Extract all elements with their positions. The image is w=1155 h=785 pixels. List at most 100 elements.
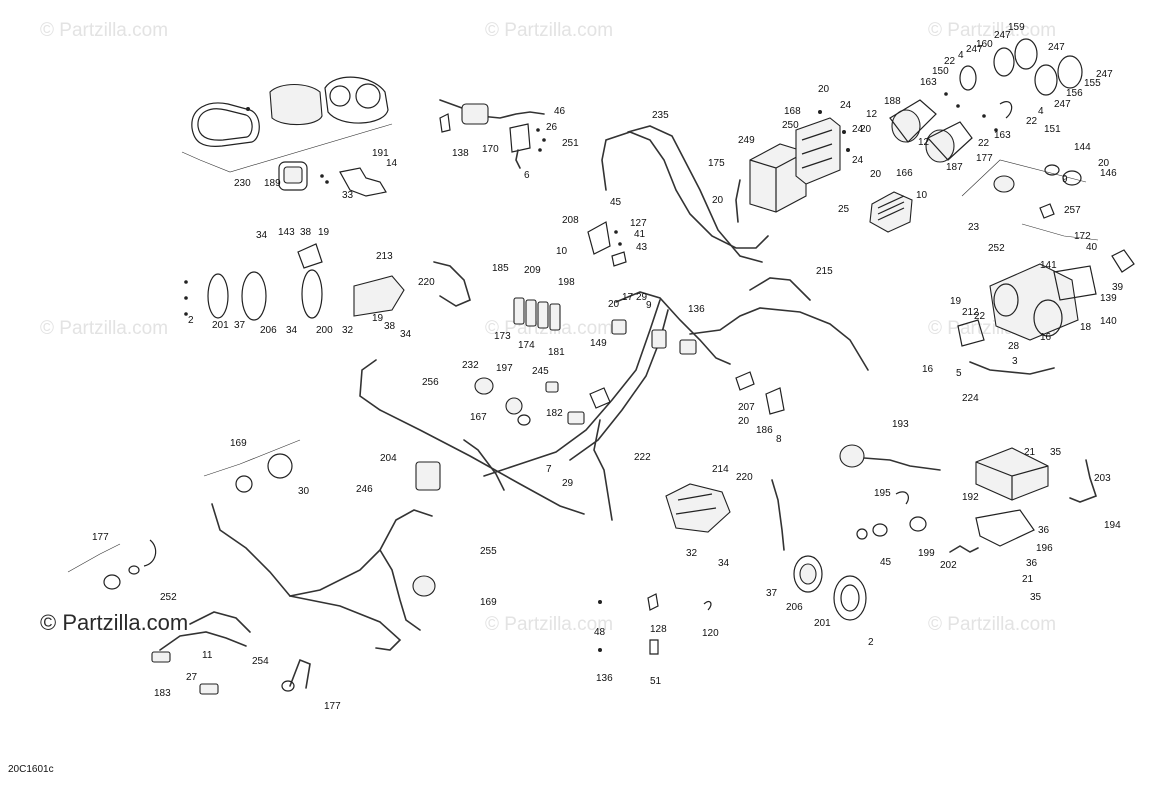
part-callout: 246 [356, 484, 373, 495]
part-callout: 22 [1026, 116, 1038, 127]
part-callout: 255 [480, 546, 497, 557]
part-callout: 45 [610, 197, 622, 208]
part-callout: 45 [880, 557, 892, 568]
part-callout: 10 [556, 246, 568, 257]
part-callout: 183 [154, 688, 171, 699]
part-callout: 189 [264, 178, 281, 189]
part-callout: 192 [962, 492, 979, 503]
part-callout: 156 [1066, 88, 1083, 99]
diagram-code: 20C1601c [8, 764, 54, 775]
bracket-208 [587, 221, 627, 267]
watermark-text: © Partzilla.com [928, 20, 1056, 41]
part-callout: 188 [884, 96, 901, 107]
part-callout: 32 [342, 325, 354, 336]
part-callout: 220 [418, 277, 435, 288]
part-callout: 199 [918, 548, 935, 559]
part-callout: 143 [278, 227, 295, 238]
part-callout: 35 [1030, 592, 1042, 603]
part-callout: 252 [160, 592, 177, 603]
part-callout: 19 [318, 227, 330, 238]
gauge-cluster-group [181, 76, 393, 197]
part-callout: 37 [766, 588, 778, 599]
sensor-144-group [961, 159, 1099, 241]
part-callout: 245 [532, 366, 549, 377]
part-callout: 185 [492, 263, 509, 274]
module-192-group [839, 444, 1098, 553]
center-components [415, 371, 785, 491]
part-callout: 247 [1048, 42, 1065, 53]
part-callout: 186 [756, 425, 773, 436]
part-callout: 34 [400, 329, 412, 340]
part-callout: 194 [1104, 520, 1121, 531]
part-callout: 3 [1012, 356, 1018, 367]
part-callout: 150 [932, 66, 949, 77]
part-callout: 4 [1038, 106, 1044, 117]
part-callout: 25 [838, 204, 850, 215]
part-callout: 173 [494, 331, 511, 342]
part-callout: 38 [384, 321, 396, 332]
part-callout: 247 [1054, 99, 1071, 110]
part-callout: 21 [1022, 574, 1034, 585]
part-callout: 22 [944, 56, 956, 67]
parts-layer [67, 38, 1135, 695]
part-callout: 212 [962, 307, 979, 318]
part-callout: 36 [1026, 558, 1038, 569]
headlight-214-group [665, 479, 867, 621]
part-callout: 22 [974, 311, 986, 322]
part-callout: 30 [298, 486, 310, 497]
part-callout: 29 [636, 292, 648, 303]
part-callout: 33 [342, 190, 354, 201]
part-callout: 200 [316, 325, 333, 336]
part-callout: 169 [230, 438, 247, 449]
watermark-text: © Partzilla.com [485, 20, 613, 41]
part-callout: 20 [738, 416, 750, 427]
part-callout: 21 [1024, 447, 1036, 458]
part-callout: 9 [1062, 174, 1068, 185]
part-callout: 201 [814, 618, 831, 629]
part-callout: 12 [918, 137, 930, 148]
part-callout: 141 [1040, 260, 1057, 271]
watermark-text: © Partzilla.com [928, 614, 1056, 635]
part-callout: 37 [234, 320, 246, 331]
part-callout: 256 [422, 377, 439, 388]
part-callout: 174 [518, 340, 535, 351]
part-callout: 28 [1008, 341, 1020, 352]
part-callout: 20 [608, 299, 620, 310]
part-callout: 149 [590, 338, 607, 349]
part-callout: 127 [630, 218, 647, 229]
part-callout: 206 [260, 325, 277, 336]
part-callout: 20 [1098, 158, 1110, 169]
part-callout: 232 [462, 360, 479, 371]
part-callout: 34 [718, 558, 730, 569]
part-callout: 40 [1086, 242, 1098, 253]
watermark-text: © Partzilla.com [40, 318, 168, 339]
part-callout: 138 [452, 148, 469, 159]
part-callout: 22 [978, 138, 990, 149]
headlight-213-group [184, 243, 471, 321]
main-harness-136 [483, 277, 869, 521]
part-callout: 12 [866, 109, 878, 120]
part-callout: 18 [1080, 322, 1092, 333]
part-callout: 2 [188, 315, 194, 326]
part-callout: 187 [946, 162, 963, 173]
part-callout: 213 [376, 251, 393, 262]
part-callout: 20 [818, 84, 830, 95]
part-callout: 32 [686, 548, 698, 559]
part-callout: 6 [524, 170, 530, 181]
part-callout: 224 [962, 393, 979, 404]
part-callout: 139 [1100, 293, 1117, 304]
part-callout: 34 [286, 325, 298, 336]
part-callout: 8 [776, 434, 782, 445]
part-callout: 10 [916, 190, 928, 201]
part-callout: 38 [300, 227, 312, 238]
part-callout: 23 [968, 222, 980, 233]
part-callout: 247 [1096, 69, 1113, 80]
part-callout: 136 [688, 304, 705, 315]
watermark-text: © Partzilla.com [40, 20, 168, 41]
part-callout: 146 [1100, 168, 1117, 179]
watermark-text: © Partzilla.com [40, 610, 188, 635]
part-callout: 247 [966, 44, 983, 55]
part-callout: 214 [712, 464, 729, 475]
part-callout: 19 [950, 296, 962, 307]
harness-235 [601, 125, 769, 263]
